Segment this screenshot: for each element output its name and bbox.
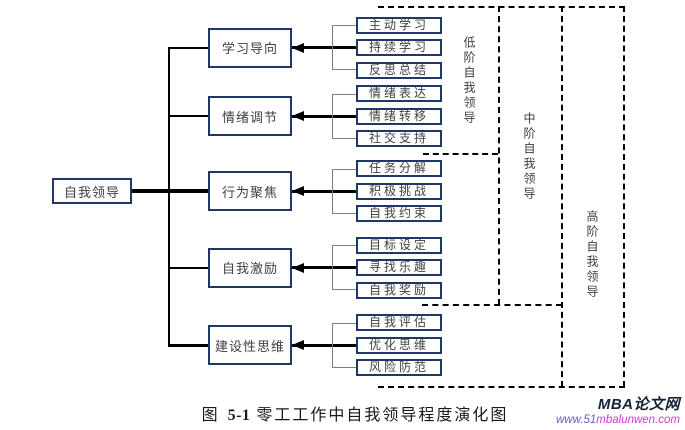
watermark-url: www.51mbalunwen.com xyxy=(556,413,680,427)
root-box-self-leadership: 自我领导 xyxy=(52,178,132,204)
leaf-label: 社交支持 xyxy=(368,131,429,145)
stage-boundary-v2 xyxy=(561,6,563,387)
leaf-label: 寻找乐趣 xyxy=(368,260,429,274)
leaf-box-positive-challenge: 积极挑战 xyxy=(356,182,442,200)
stage-label-high: 高阶自我领导 xyxy=(585,210,599,300)
category-label: 学习导向 xyxy=(221,41,278,56)
leaf-box-emotion-expression: 情绪表达 xyxy=(356,85,442,102)
caption-prefix: 图 xyxy=(201,407,220,424)
figure-caption: 图 5-1 零工工作中自我领导程度演化图 xyxy=(155,401,555,425)
stage-boundary-v1 xyxy=(498,6,500,305)
branch-line-5 xyxy=(168,344,208,347)
root-connector-line xyxy=(132,189,208,193)
watermark-url-prefix: www.51 xyxy=(555,414,597,426)
leaf-box-social-support: 社交支持 xyxy=(356,130,442,147)
leaf-label: 反思总结 xyxy=(368,62,429,77)
leaf-label: 持续学习 xyxy=(368,40,429,54)
leaf-box-self-restraint: 自我约束 xyxy=(356,205,442,222)
category-label: 行为聚焦 xyxy=(221,184,278,200)
leaf-label: 自我奖励 xyxy=(368,282,429,297)
branch-line-1 xyxy=(168,46,208,49)
leaf-box-task-decomposition: 任务分解 xyxy=(356,160,442,177)
stage-boundary-v3 xyxy=(623,6,625,387)
category-box-emotion-regulation: 情绪调节 xyxy=(208,96,292,136)
leaf-label: 优化思维 xyxy=(368,337,429,352)
watermark: MBA论文网 www.51mbalunwen.com xyxy=(556,397,680,427)
stage-boundary-high-bottom xyxy=(378,386,625,388)
leaf-box-goal-setting: 目标设定 xyxy=(356,236,442,254)
arrowhead-left-icon xyxy=(292,186,304,196)
leaf-box-optimized-thinking: 优化思维 xyxy=(356,336,442,354)
leaf-label: 主动学习 xyxy=(368,17,429,32)
arrow-shaft-4 xyxy=(292,266,356,269)
watermark-site-name: MBA论文网 xyxy=(597,396,680,413)
arrow-shaft-2 xyxy=(292,114,356,118)
leaf-label: 风险防范 xyxy=(368,360,429,374)
stage-label-mid: 中阶自我领导 xyxy=(522,112,536,202)
leaf-label: 积极挑战 xyxy=(368,183,429,198)
root-box-label: 自我领导 xyxy=(63,184,120,200)
leaf-label: 任务分解 xyxy=(368,161,429,175)
category-label: 情绪调节 xyxy=(221,109,278,125)
arrowhead-left-icon xyxy=(292,42,304,53)
watermark-url-suffix: mbalunwen.com xyxy=(596,414,680,426)
category-box-self-motivation: 自我激励 xyxy=(208,247,292,288)
category-label: 建设性思维 xyxy=(214,338,285,354)
leaf-box-self-assessment: 自我评估 xyxy=(356,314,442,331)
leaf-box-emotion-transfer: 情绪转移 xyxy=(356,107,442,125)
leaf-bracket-5 xyxy=(331,322,356,368)
arrowhead-left-icon xyxy=(292,340,304,350)
branch-line-2 xyxy=(168,115,208,117)
leaf-bracket-1 xyxy=(331,25,356,70)
leaf-bracket-3 xyxy=(331,168,356,214)
stage-label-low: 低阶自我领导 xyxy=(462,36,476,126)
leaf-box-reflection-summary: 反思总结 xyxy=(356,61,442,79)
arrowhead-left-icon xyxy=(292,111,304,121)
arrow-shaft-1 xyxy=(292,46,356,49)
stage-boundary-top xyxy=(378,6,625,8)
caption-number: 5-1 xyxy=(227,407,251,424)
leaf-box-continuous-learning: 持续学习 xyxy=(356,39,442,56)
category-box-behavior-focus: 行为聚焦 xyxy=(208,171,292,211)
leaf-box-seeking-fun: 寻找乐趣 xyxy=(356,259,442,276)
leaf-label: 情绪转移 xyxy=(368,108,429,123)
leaf-label: 情绪表达 xyxy=(368,86,429,100)
category-label: 自我激励 xyxy=(221,261,278,276)
caption-text: 零工工作中自我领导程度演化图 xyxy=(256,407,509,424)
stage-boundary-mid-bottom xyxy=(422,304,562,306)
stage-boundary-low-bottom xyxy=(423,153,498,155)
leaf-box-risk-prevention: 风险防范 xyxy=(356,359,442,376)
leaf-label: 自我约束 xyxy=(368,206,429,220)
leaf-box-self-reward: 自我奖励 xyxy=(356,281,442,299)
leaf-label: 自我评估 xyxy=(368,315,429,329)
leaf-box-active-learning: 主动学习 xyxy=(356,16,442,34)
arrow-shaft-3 xyxy=(292,189,356,193)
leaf-bracket-2 xyxy=(331,93,356,139)
arrow-shaft-5 xyxy=(292,343,356,347)
category-box-constructive-thinking: 建设性思维 xyxy=(208,325,292,365)
trunk-line xyxy=(168,46,170,347)
arrowhead-left-icon xyxy=(292,262,304,273)
branch-line-4 xyxy=(168,266,208,269)
leaf-bracket-4 xyxy=(331,245,356,290)
category-box-learning-orientation: 学习导向 xyxy=(208,27,292,68)
leaf-label: 目标设定 xyxy=(368,237,429,252)
